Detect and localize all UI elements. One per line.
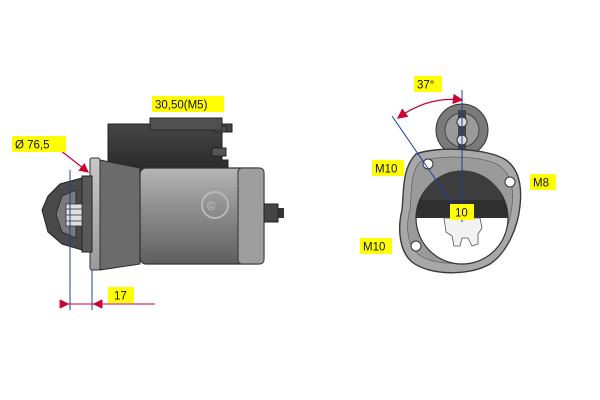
hole-top-label: M10 [375,164,397,176]
diameter-label-box [12,136,66,152]
hole-right-label: M8 [533,178,549,190]
pinion-gear [443,217,483,247]
motor-body: © [139,167,284,265]
drive-end-housing [41,157,141,271]
mounting-hole-right [504,176,516,188]
diameter-label: Ø 76,5 [15,140,50,152]
teeth-label-box [450,204,474,220]
angle-dimension: 37° [396,76,464,119]
terminal-label: 30,50(M5) [155,100,208,112]
side-view: © Ø 76,5 [12,96,284,310]
watermark-symbol: © [207,201,216,213]
offset-label-box [108,287,134,303]
offset-label: 17 [114,291,127,303]
solenoid [107,117,233,177]
teeth-label: 10 [455,208,468,220]
hole-top-label-box [372,160,404,176]
diameter-dimension: Ø 76,5 [12,136,89,310]
hole-bottom-label: M10 [363,242,385,254]
hole-right-label-box [530,174,556,190]
watermark-circle [201,191,229,219]
angle-label: 37° [417,80,434,92]
hole-bottom-label-box [360,238,392,254]
angle-label-box [414,76,442,92]
front-view: 37° M10 M8 M10 10 [360,76,556,274]
terminal-label-box [152,96,224,112]
mounting-hole-bottom [410,240,422,252]
terminal-dimension: 30,50(M5) [152,96,224,112]
offset-dimension: 17 [59,270,155,310]
